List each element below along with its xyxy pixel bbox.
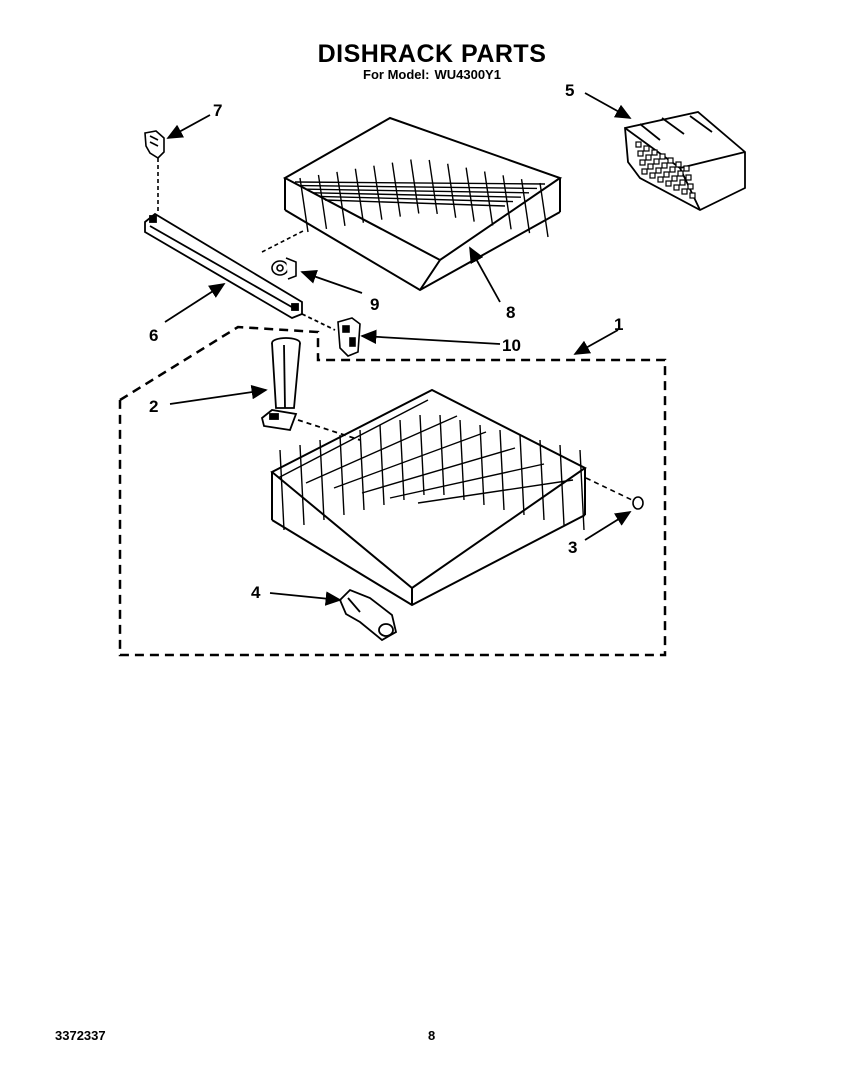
callout-3: 3 [568,538,577,557]
document-number: 3372337 [55,1028,106,1043]
part-8-upper-rack [282,116,563,292]
callout-7: 7 [213,101,222,120]
lower-rack [270,388,587,607]
model-number: WU4300Y1 [434,67,501,82]
page-number: 8 [428,1028,436,1043]
model-label: For Model: [363,67,430,82]
assembly-outline [118,325,667,657]
callout-8: 8 [506,303,515,322]
part-4-bracket [338,588,398,642]
callout-10: 10 [502,336,521,355]
callout-1: 1 [614,315,623,334]
part-6-rail [144,212,336,331]
page-title: DISHRACK PARTS [317,40,547,68]
callout-6: 6 [149,326,158,345]
part-10-stop-clip [337,317,361,357]
callout-2: 2 [149,397,158,416]
callout-4: 4 [251,583,261,602]
callout-5: 5 [565,81,574,100]
part-7-clip [144,130,165,214]
part-2-tower [260,337,361,441]
part-5-silverware-basket [624,111,746,212]
model-line: For Model: WU4300Y1 [0,67,864,82]
leader-lines [164,92,632,606]
part-3-roller [585,477,644,510]
part-9-roller [261,229,306,280]
callout-9: 9 [370,295,379,314]
